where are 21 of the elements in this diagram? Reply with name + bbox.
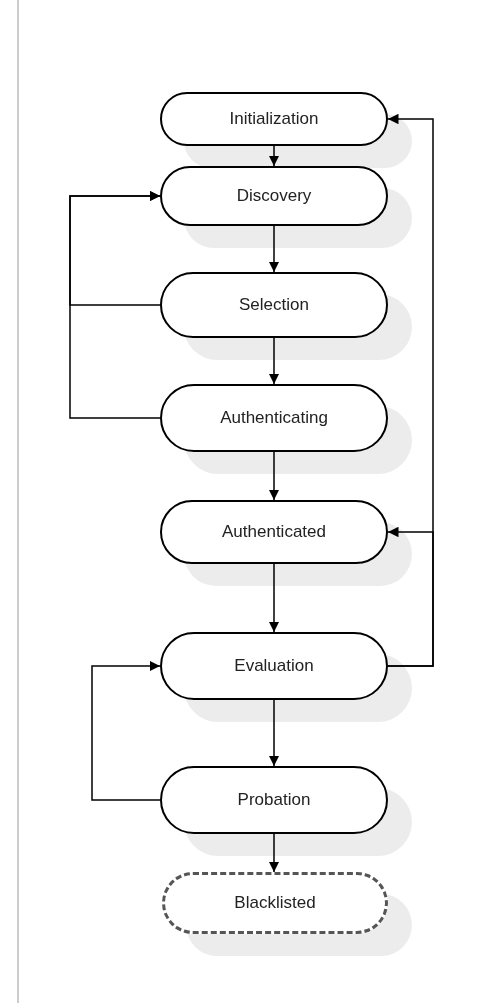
arrow — [268, 699, 280, 767]
arrow — [268, 451, 280, 501]
arrow — [268, 145, 280, 167]
state-label: Authenticated — [222, 522, 326, 542]
state-label: Initialization — [229, 109, 319, 129]
arrow — [69, 190, 161, 419]
arrow — [268, 563, 280, 633]
state-box — [160, 500, 388, 564]
state-label: Selection — [239, 295, 309, 315]
arrow — [268, 833, 280, 873]
state-label: Blacklisted — [234, 893, 316, 913]
arrow — [268, 337, 280, 385]
state-label: Probation — [237, 790, 311, 810]
state-label: Authenticating — [220, 408, 328, 428]
arrow — [387, 526, 434, 667]
state-label: Discovery — [236, 186, 312, 206]
arrow — [268, 225, 280, 273]
state-box — [160, 166, 388, 226]
arrow — [91, 660, 161, 801]
state-label: Evaluation — [234, 656, 314, 676]
state-box — [160, 92, 388, 146]
